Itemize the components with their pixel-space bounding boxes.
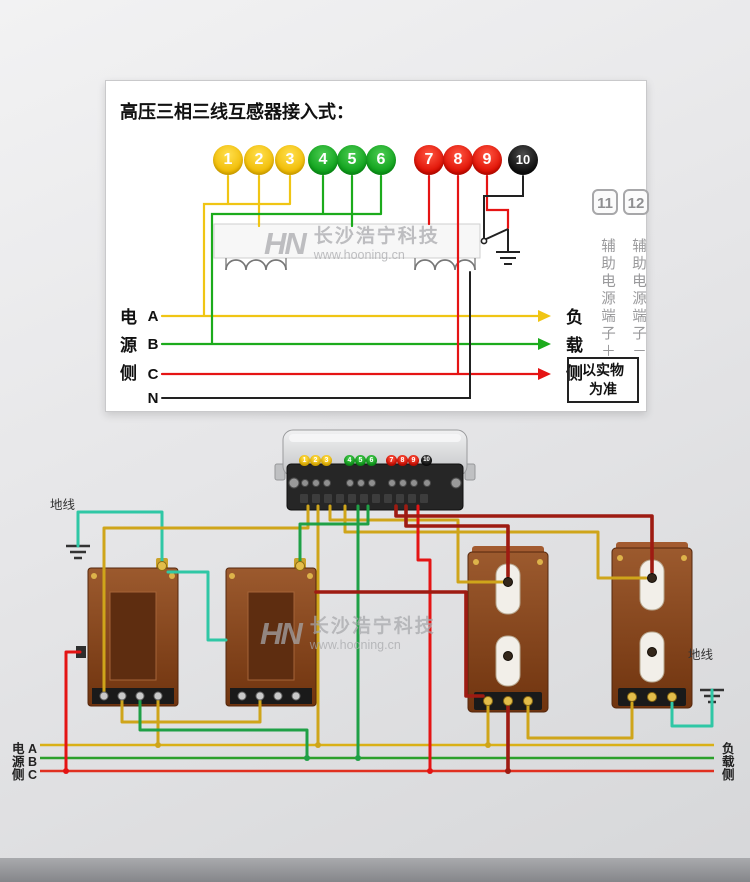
- terminal-4: 4: [308, 145, 338, 175]
- meter: [274, 429, 476, 511]
- phase-n-label: N: [147, 390, 159, 407]
- bus-label-source-c: 侧 C: [12, 768, 38, 782]
- meter-body-shine: [289, 434, 461, 442]
- pt2-screw: [229, 573, 235, 579]
- meter-dot-3: 3: [321, 455, 332, 466]
- switch-blade: [483, 228, 509, 241]
- winding-coils: [225, 259, 476, 271]
- dark-red-wires: [314, 504, 654, 773]
- pt1-recess: [109, 591, 157, 681]
- phase-c-wires: [160, 174, 540, 376]
- terminal-8: 8: [443, 145, 473, 175]
- phase-a-label: A: [147, 308, 159, 325]
- meter-dot-4: 4: [344, 455, 355, 466]
- phase-b-arrow: [538, 338, 551, 350]
- meter-terminals: [301, 479, 431, 487]
- aux-terminal-11-label: 辅助电源端子＋: [599, 237, 615, 361]
- phase-c-label: C: [147, 366, 159, 383]
- meter-dot-6: 6: [366, 455, 377, 466]
- aux-terminal-12-label: 辅助电源端子－: [630, 237, 646, 361]
- meter-screw-right: [450, 477, 462, 489]
- ground-symbol: [496, 229, 520, 265]
- pt2-screw: [307, 573, 313, 579]
- terminal-rings: [99, 561, 677, 706]
- phase-c-arrow: [538, 368, 551, 380]
- meter-dot-9: 9: [408, 455, 419, 466]
- pt2-recess: [247, 591, 295, 681]
- meter-dot-10: 10: [421, 455, 432, 466]
- ct1-screw: [537, 559, 543, 565]
- meter-terminal-strip: [286, 463, 464, 511]
- ground-label-right: 地线: [688, 648, 714, 662]
- pt-transformer-1: [76, 558, 179, 707]
- earth-wires-teal: [76, 510, 714, 728]
- panel-title: 高压三相三线互感器接入式：: [120, 102, 354, 122]
- phase-a-wires: [160, 174, 540, 318]
- aux-terminal-12: 12: [623, 189, 649, 215]
- switch-pivot: [480, 237, 488, 245]
- terminal-10: 10: [508, 145, 538, 175]
- yellow-wires: [102, 504, 648, 747]
- ct1-screw: [473, 559, 479, 565]
- terminal-9: 9: [472, 145, 502, 175]
- bus-label-load-1: 负: [722, 742, 735, 756]
- meter-dot-5: 5: [355, 455, 366, 466]
- meter-dot-2: 2: [310, 455, 321, 466]
- phase-b-wires: [160, 174, 540, 346]
- bus-label-load-2: 载: [722, 755, 735, 769]
- junction-dots: [63, 742, 511, 774]
- phase-b-label: B: [147, 336, 159, 353]
- bus-label-source-a: 电 A: [12, 742, 38, 756]
- meter-dot-8: 8: [397, 455, 408, 466]
- terminal-7: 7: [414, 145, 444, 175]
- ct2-screw: [681, 555, 687, 561]
- meter-screw-left: [288, 477, 300, 489]
- bus-label-source-b: 源 B: [12, 755, 38, 769]
- ct-transformer-1: [467, 546, 549, 713]
- neutral-wires: [161, 175, 524, 399]
- aux-terminal-11: 11: [592, 189, 618, 215]
- ground-symbol-left: [66, 544, 90, 560]
- source-side-label: 电源侧: [117, 308, 136, 392]
- terminal-1: 1: [213, 145, 243, 175]
- pt-transformer-2: [225, 558, 317, 707]
- pt1-screw: [91, 573, 97, 579]
- green-wires: [138, 504, 370, 760]
- meter-terminal-slots: [300, 494, 428, 503]
- pt1-terminal-bar: [92, 688, 174, 704]
- pt1-screw: [169, 573, 175, 579]
- terminal-3: 3: [275, 145, 305, 175]
- phase-a-arrow: [538, 310, 551, 322]
- red-wires: [64, 504, 432, 773]
- installation-illustration: [40, 429, 724, 774]
- terminal-6: 6: [366, 145, 396, 175]
- meter-dot-7: 7: [386, 455, 397, 466]
- bottom-gray-bar: [0, 858, 750, 882]
- pt2-terminal-bar: [230, 688, 312, 704]
- bus-label-load-3: 侧: [722, 768, 735, 782]
- meter-outline-box: [213, 223, 481, 259]
- terminal-5: 5: [337, 145, 367, 175]
- note-box: 以实物 为准: [567, 357, 639, 403]
- schematic: [160, 174, 551, 399]
- terminal-2: 2: [244, 145, 274, 175]
- coil-stubs: [225, 258, 476, 270]
- ct2-screw: [617, 555, 623, 561]
- meter-dot-1: 1: [299, 455, 310, 466]
- ground-label-left: 地线: [50, 498, 76, 512]
